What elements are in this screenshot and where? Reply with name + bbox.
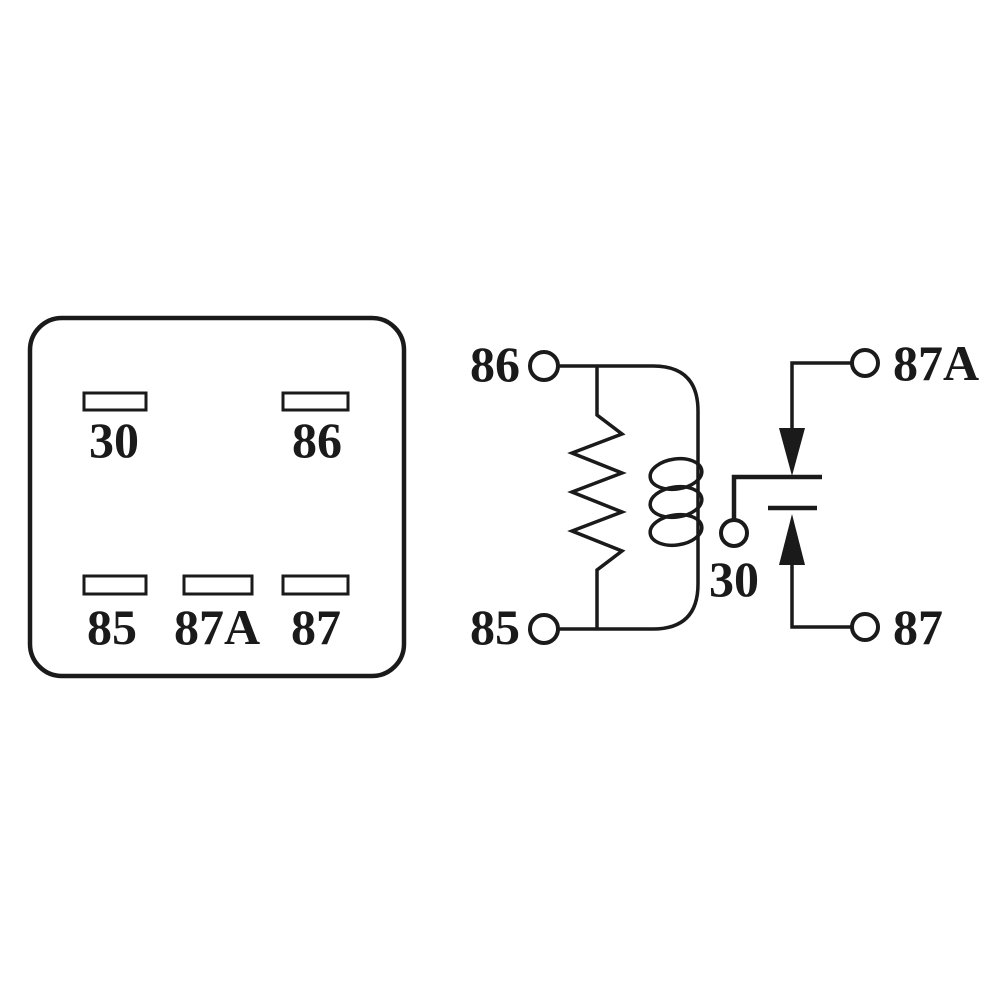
pin-label-86: 86 <box>292 412 342 468</box>
blade-slot-30 <box>82 391 148 412</box>
schematic-label-87: 87 <box>893 599 943 655</box>
schematic-label-30: 30 <box>709 551 759 607</box>
pin-label-85: 85 <box>87 599 137 655</box>
nc-branch-wire <box>790 361 852 428</box>
pin-label-87a: 87A <box>174 599 260 655</box>
pin-layout-panel: 30 86 85 87A 87 <box>27 315 407 679</box>
coil-loop-3 <box>648 512 704 548</box>
terminal-circle-87a <box>850 348 880 378</box>
blade-slot-86 <box>281 391 350 412</box>
terminal-circle-86 <box>528 350 560 382</box>
schematic-label-86: 86 <box>470 336 520 392</box>
relay-body-outline <box>27 315 407 679</box>
no-branch-wire <box>790 565 852 629</box>
schematic-label-87a: 87A <box>893 335 979 391</box>
schematic-panel: 86 85 87A 87 30 <box>470 335 979 655</box>
pin-label-87: 87 <box>291 599 341 655</box>
coil-symbol <box>648 456 704 548</box>
pin-label-30: 30 <box>89 412 139 468</box>
resistor-symbol <box>567 366 627 629</box>
nc-arrow-down-icon <box>779 428 805 476</box>
coil-loop-2 <box>648 484 704 520</box>
terminal-circle-87 <box>850 612 880 642</box>
blade-slot-85 <box>82 574 148 596</box>
schematic-label-85: 85 <box>470 599 520 655</box>
coil-branch-wire <box>558 364 700 631</box>
terminal-circle-30 <box>719 518 749 548</box>
terminal-circle-85 <box>528 613 560 645</box>
blade-slot-87a <box>182 574 254 596</box>
no-arrow-up-icon <box>779 514 805 565</box>
coil-loop-1 <box>648 456 704 492</box>
common-pole-wire <box>731 474 822 520</box>
blade-slot-87 <box>281 574 350 596</box>
